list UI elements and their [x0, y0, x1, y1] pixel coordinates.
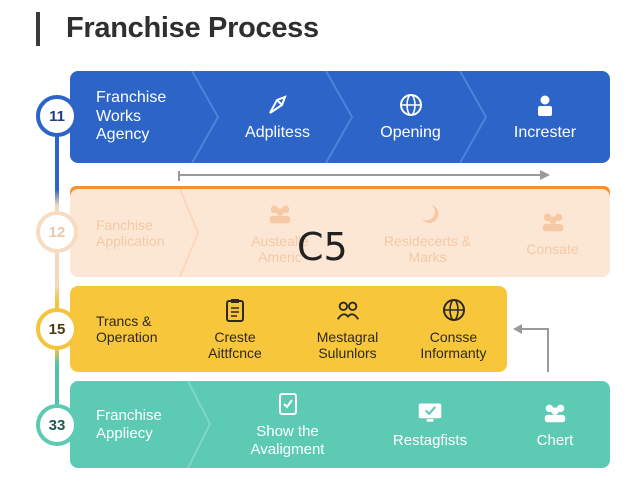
row-4-first-step: Franchise Appliecy	[70, 381, 205, 468]
row-4-step-3-label: Chert	[536, 431, 574, 449]
row-1-number-badge: 11	[36, 95, 78, 137]
row-4-chevrons	[187, 381, 212, 468]
person-icon	[532, 92, 558, 118]
page-title: Franchise Process	[66, 12, 319, 44]
flow-arrow	[178, 170, 550, 181]
title-accent-bar	[36, 12, 40, 46]
row-2-chevrons	[179, 189, 200, 277]
pen-tool-icon	[265, 92, 291, 118]
row-1-first-step: Franchise Works Agency	[70, 71, 205, 163]
process-row-4: Franchise Appliecy Show the Avaligment R…	[70, 381, 610, 468]
row-4-number-badge: 33	[36, 404, 78, 446]
row-4-first-label: Franchise Appliecy	[96, 407, 162, 442]
row-2-step-2: Residecerts & Marks	[360, 189, 495, 277]
row-1-step-2-label: Opening	[380, 123, 441, 141]
row-1-step-1: Adplitess	[215, 71, 340, 163]
row-3-first-step: Trancs & Operation	[70, 286, 200, 372]
globe-icon	[398, 92, 424, 118]
process-row-2: Fanchise Application Austealle Americ Re…	[70, 189, 610, 277]
row-4-step-1: Show the Avaligment	[220, 381, 355, 468]
timeline-spine	[55, 110, 59, 428]
overlay-label: C5	[297, 225, 348, 269]
row-1-step-1-label: Adplitess	[245, 123, 310, 141]
meeting-icon	[335, 297, 361, 323]
people-group-icon	[267, 201, 293, 227]
row-3-step-1-label: Creste Aittfcnce	[208, 328, 262, 361]
people-group-icon	[542, 400, 568, 426]
row-3-number-badge: 15	[36, 308, 78, 350]
row-2-step-3-label: Consate	[526, 240, 579, 257]
row-3-step-3: Consse Informanty	[400, 286, 507, 372]
row-4-step-3: Chert	[500, 381, 610, 468]
row-3-first-label: Trancs & Operation	[96, 312, 158, 345]
row-4-step-1-label: Show the Avaligment	[250, 423, 325, 458]
row-2-step-1-label: Austealle Americ	[251, 232, 309, 265]
row-3-step-3-label: Consse Informanty	[420, 328, 487, 361]
monitor-check-icon	[417, 400, 443, 426]
row-3-step-2: Mestagral Sulunlors	[290, 286, 405, 372]
row-1-chevrons	[191, 71, 488, 163]
people-group-icon	[540, 209, 566, 235]
row-2-step-3: Consate	[495, 189, 610, 277]
return-arrow	[513, 324, 549, 372]
row-3-step-2-label: Mestagral Sulunlors	[316, 328, 379, 361]
row-1-first-label: Franchise Works Agency	[96, 89, 167, 144]
process-row-1: Franchise Works Agency Adplitess Opening…	[70, 71, 610, 163]
row-4-step-2: Restagfists	[360, 381, 500, 468]
process-row-3: Trancs & Operation Creste Aittfcnce Mest…	[70, 286, 507, 372]
moon-icon	[415, 201, 441, 227]
row-2-first-label: Fanchise Application	[96, 216, 165, 249]
row-3-step-1: Creste Aittfcnce	[180, 286, 290, 372]
row-4-step-2-label: Restagfists	[392, 431, 468, 449]
clipboard-check-icon	[275, 391, 301, 417]
row-2-step-1: Austealle Americ	[220, 189, 340, 277]
row-1-step-2: Opening	[348, 71, 473, 163]
row-2-first-step: Fanchise Application	[70, 189, 200, 277]
row-1-step-3: Increster	[480, 71, 610, 163]
row-1-step-3-label: Increster	[513, 123, 577, 141]
globe-icon	[441, 297, 467, 323]
row-2-number-badge: 12	[36, 211, 78, 253]
clipboard-icon	[222, 297, 248, 323]
row-2-step-2-label: Residecerts & Marks	[383, 232, 472, 265]
